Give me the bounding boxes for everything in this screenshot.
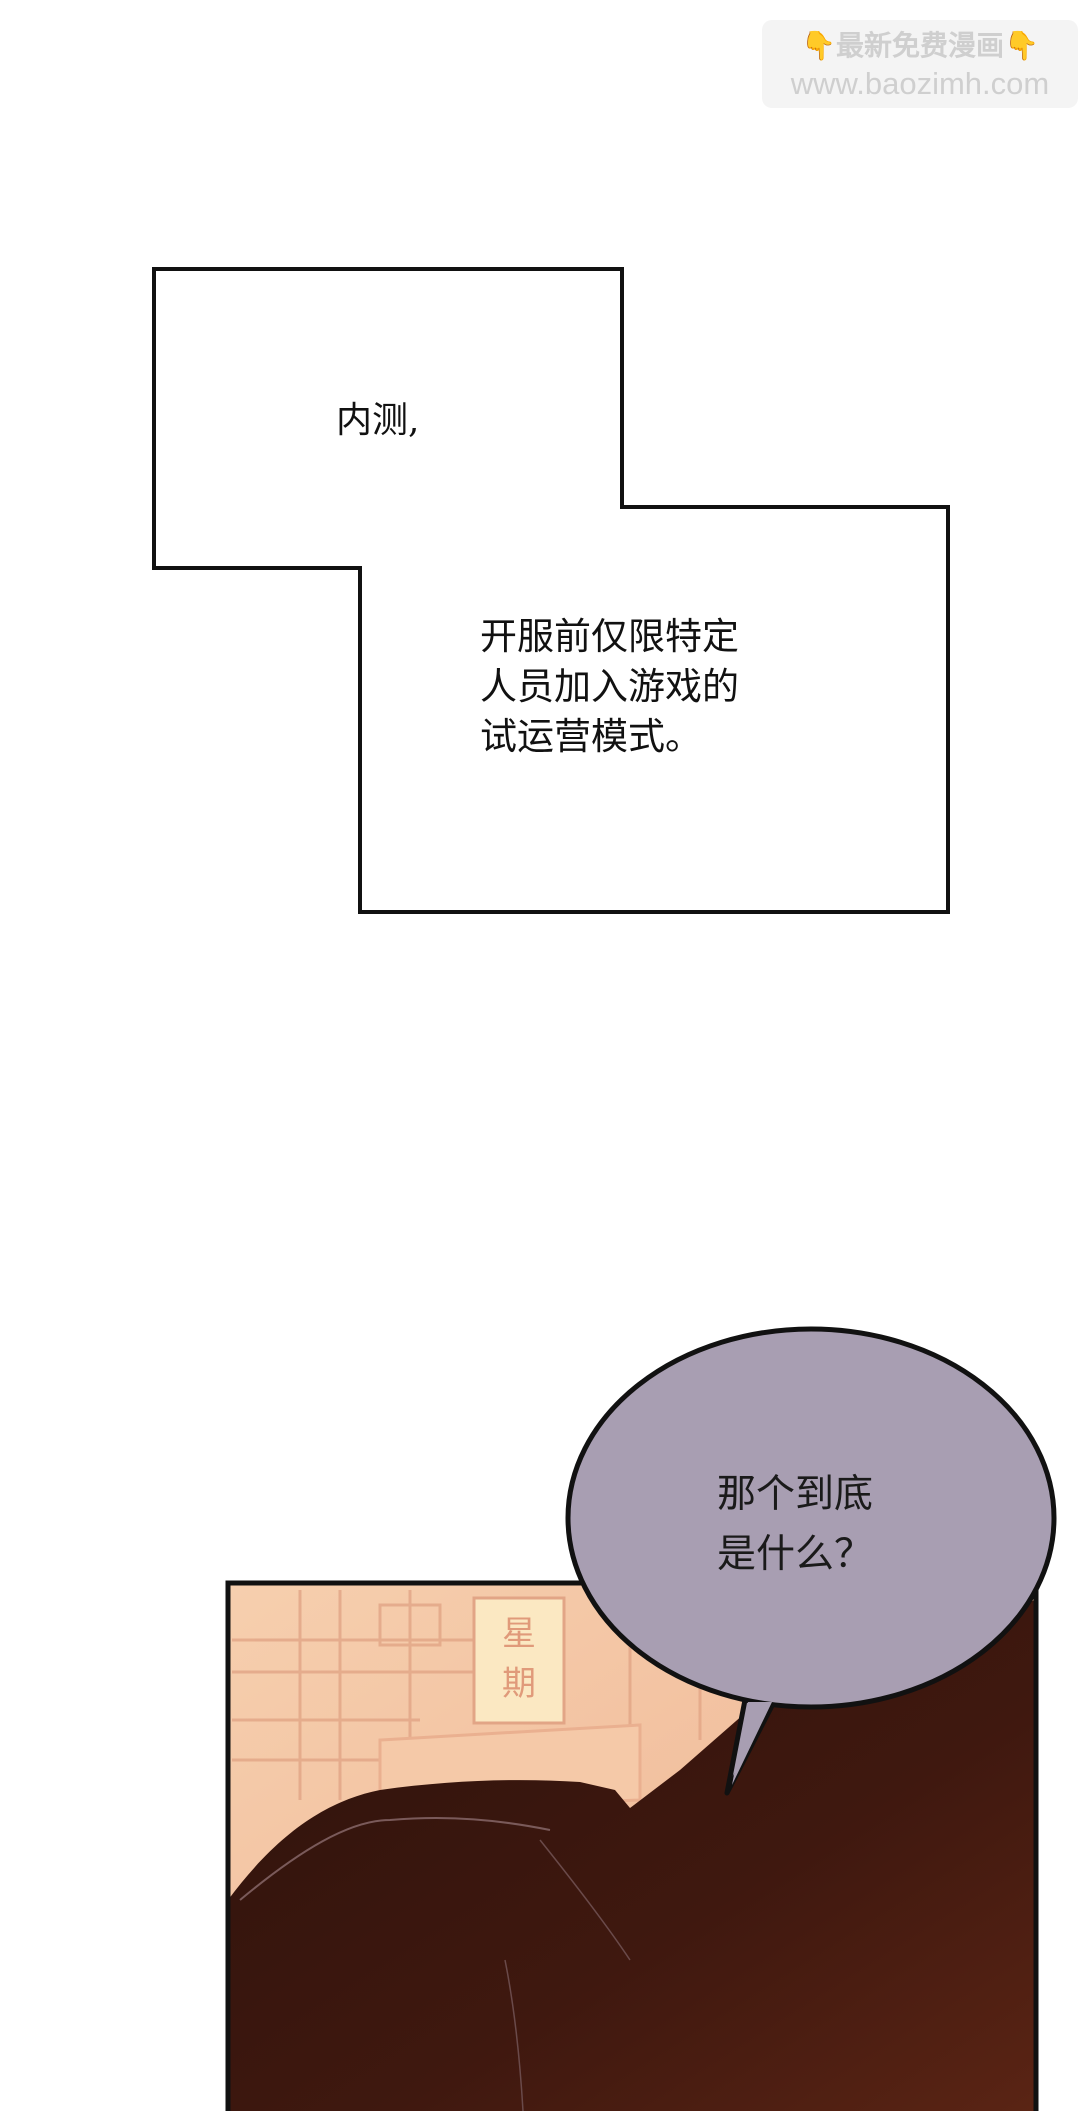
narration-box xyxy=(152,267,950,914)
watermark-banner[interactable]: 👇最新免费漫画👇 www.baozimh.com xyxy=(762,20,1078,108)
caption-line: 开服前仅限特定 xyxy=(480,615,739,658)
character-silhouette xyxy=(228,1600,1036,2111)
shop-sign-text: 星 xyxy=(502,1614,536,1654)
speech-bubble-text: 那个到底 是什么？ xyxy=(717,1465,873,1585)
narration-caption-2: 开服前仅限特定 人员加入游戏的 试运营模式。 xyxy=(480,612,860,762)
narration-caption-1: 内测, xyxy=(336,400,420,441)
pointing-hand-icon: 👇 xyxy=(801,29,836,62)
shop-sign xyxy=(472,1596,566,1725)
caption-line: 人员加入游戏的 xyxy=(480,665,739,708)
watermark-url: www.baozimh.com xyxy=(790,66,1050,101)
speech-bubble xyxy=(565,1326,1057,1796)
comic-panel: 星 期 xyxy=(225,1580,1039,2111)
caption-line: 试运营模式。 xyxy=(480,715,702,758)
svg-text:期: 期 xyxy=(502,1664,536,1704)
dialogue-line: 是什么？ xyxy=(717,1532,874,1577)
watermark-title-text: 最新免费漫画 xyxy=(835,29,1004,62)
watermark-title: 👇最新免费漫画👇 xyxy=(762,26,1078,66)
dialogue-line: 那个到底 xyxy=(717,1472,874,1517)
pointing-hand-icon: 👇 xyxy=(1004,29,1039,62)
